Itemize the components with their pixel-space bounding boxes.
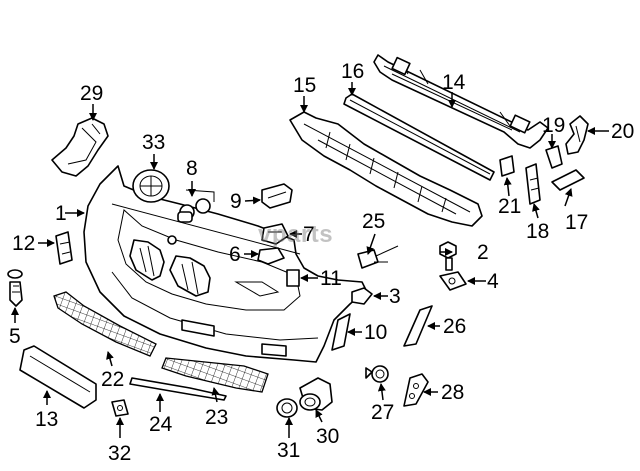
- guide-part: [499, 155, 515, 177]
- grommet-part: [351, 287, 373, 305]
- callout-12: 12: [12, 232, 36, 255]
- callout-21: 21: [498, 195, 522, 218]
- washer-nozzle-part: [177, 189, 215, 223]
- bracket-18-part: [525, 163, 541, 205]
- mount-bracket-20-part: [565, 115, 589, 155]
- emblem-part: [132, 169, 170, 203]
- callout-5: 5: [9, 325, 21, 348]
- callout-28: 28: [441, 381, 465, 404]
- air-duct-bracket-part: [51, 117, 109, 177]
- push-rivet-part: [7, 269, 23, 307]
- bracket-28-part: [403, 373, 429, 407]
- license-plate-base-part: [19, 345, 97, 409]
- watermark-logo: vparts: [258, 221, 334, 248]
- callout-2: 2: [477, 241, 489, 264]
- callout-11: 11: [320, 267, 342, 290]
- reflector-left-part: [331, 313, 351, 351]
- callout-19: 19: [542, 114, 566, 137]
- trim-strip-part: [129, 377, 227, 401]
- leader-lines: [11, 82, 609, 438]
- callout-14: 14: [442, 71, 466, 94]
- clip-32-part: [111, 399, 129, 417]
- sensor-ring-part: [276, 398, 298, 418]
- side-grille-part: [161, 357, 269, 393]
- callout-8: 8: [186, 157, 198, 180]
- callout-16: 16: [341, 60, 365, 83]
- reflector-right-part: [403, 305, 433, 347]
- callout-27: 27: [371, 401, 395, 424]
- callout-24: 24: [149, 413, 173, 436]
- callout-17: 17: [565, 211, 589, 234]
- callout-26: 26: [443, 315, 467, 338]
- spacer-block-part: [551, 169, 585, 191]
- callout-20: 20: [611, 120, 635, 143]
- callout-25: 25: [362, 210, 386, 233]
- lower-grille-part: [53, 291, 157, 357]
- bolt-part: [439, 241, 457, 271]
- side-bracket-part: [55, 231, 73, 265]
- callout-15: 15: [293, 74, 317, 97]
- pdc-sensor-part: [299, 377, 333, 411]
- clip-part: [286, 269, 300, 287]
- nut-clip-part: [439, 271, 467, 291]
- callout-30: 30: [316, 425, 340, 448]
- temperature-sensor-part: [357, 245, 399, 269]
- callout-3: 3: [389, 285, 401, 308]
- sensor-27-part: [365, 365, 389, 383]
- connector-part: [257, 247, 285, 265]
- callout-32: 32: [108, 442, 132, 465]
- callout-31: 31: [277, 439, 301, 462]
- callout-13: 13: [35, 408, 59, 431]
- callout-22: 22: [101, 368, 125, 391]
- energy-absorber-part: [289, 111, 483, 227]
- callout-1: 1: [55, 202, 67, 225]
- callout-7: 7: [303, 223, 315, 246]
- callout-18: 18: [526, 220, 550, 243]
- mount-bracket-19-part: [545, 145, 563, 169]
- callout-4: 4: [487, 270, 499, 293]
- callout-10: 10: [364, 321, 388, 344]
- callout-33: 33: [142, 131, 166, 154]
- washer-cover-part: [261, 183, 293, 209]
- callout-6: 6: [229, 243, 241, 266]
- callout-23: 23: [205, 406, 229, 429]
- callout-9: 9: [230, 190, 242, 213]
- bumper-cover-part: [83, 165, 367, 363]
- bracket-part: [261, 223, 289, 245]
- callout-29: 29: [80, 82, 104, 105]
